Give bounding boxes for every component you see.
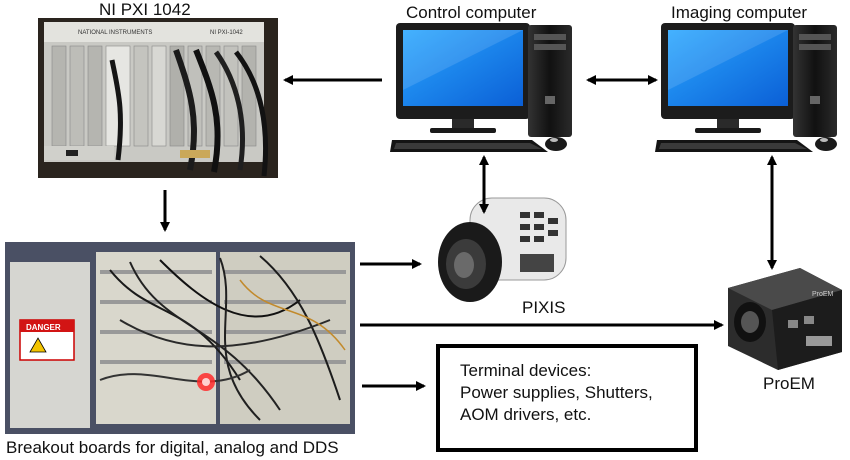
- breakout-boards-photo: DANGER: [5, 242, 355, 434]
- proem-label: ProEM: [763, 374, 815, 393]
- pixis-camera-icon: [438, 197, 567, 302]
- pxi-model-text: NI PXI-1042: [210, 30, 243, 36]
- terminal-devices-box: Terminal devices: Power supplies, Shutte…: [436, 344, 698, 452]
- pixis-label: PIXIS: [522, 298, 566, 317]
- proem-badge-text: ProEM: [812, 291, 834, 298]
- terminal-line-1: Terminal devices:: [460, 361, 592, 380]
- control-computer-label: Control computer: [406, 3, 537, 22]
- proem-camera-icon: ProEM: [728, 268, 842, 370]
- pxi-brand-text: NATIONAL INSTRUMENTS: [78, 30, 152, 36]
- imaging-computer-label: Imaging computer: [671, 3, 808, 22]
- breakout-boards-label: Breakout boards for digital, analog and …: [6, 438, 339, 457]
- control-computer-icon: [390, 23, 572, 152]
- pxi-label: NI PXI 1042: [99, 0, 191, 19]
- imaging-computer-icon: [655, 23, 837, 152]
- terminal-line-3: AOM drivers, etc.: [460, 405, 592, 424]
- danger-sign-text: DANGER: [26, 323, 61, 332]
- terminal-line-2: Power supplies, Shutters,: [460, 383, 653, 402]
- connection-arrows: [160, 75, 777, 391]
- pxi-chassis-photo: NATIONAL INSTRUMENTS NI PXI-1042: [38, 18, 278, 178]
